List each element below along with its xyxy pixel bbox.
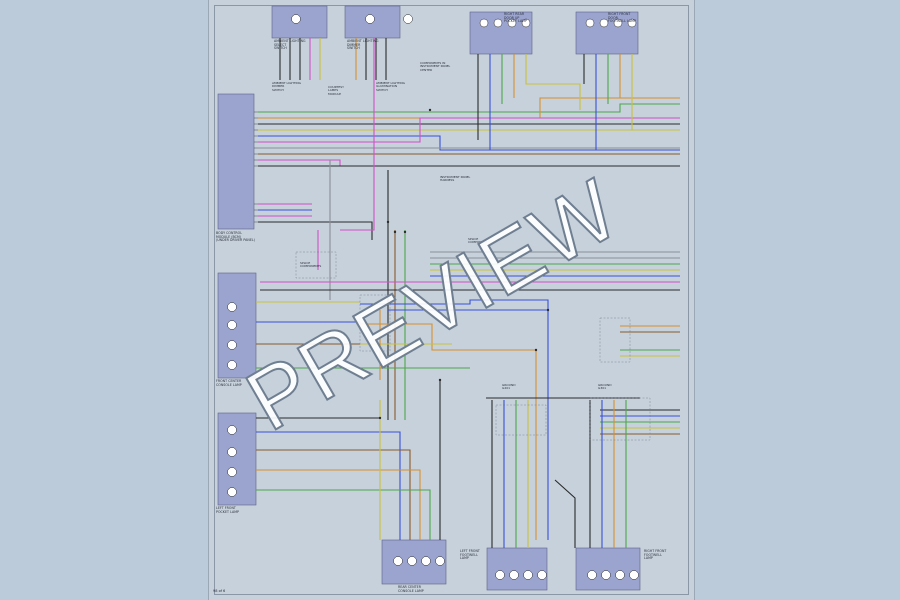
connector-2-label: Instrument panel harness [440, 175, 471, 183]
front-console-lamp-label: Front center console lamp [216, 379, 242, 387]
sheet-border [214, 5, 689, 595]
right-rear-lamp-box [469, 11, 533, 55]
top-switch-right-label: Ambient lighting dimmer switch [347, 39, 379, 51]
right-front-lamp-box [575, 11, 639, 55]
top-switch-left-label: Ambient lighting select switch [274, 39, 306, 51]
sheet-number: 98 of 6 [213, 589, 226, 593]
ground-right-label: Ground G301 [598, 383, 612, 391]
bottom-left-lamp-label: Left front footwell lamp [460, 549, 480, 561]
front-console-lamp-box [217, 272, 257, 379]
bottom-center-lamp-label: Rear center console lamp [398, 585, 424, 593]
bottom-left-lamp-box [486, 547, 548, 591]
left-front-lamp-label: Left front pocket lamp [216, 506, 239, 514]
bottom-right-lamp-label: Right front footwell lamp [644, 549, 667, 561]
ambient-dimmer-label: Ambient lighting dimmer switch [272, 81, 301, 92]
left-front-lamp-box [217, 412, 257, 506]
control-module-label: Body control module (BCM) (under driver … [216, 231, 256, 243]
splice-a-label: Splice components [300, 261, 322, 269]
right-rear-lamp-label: Right rear door up pocket lamp [504, 12, 527, 24]
connector-1-label: Components in instrument panel center [420, 61, 451, 72]
ground-left-label: Ground G201 [502, 383, 516, 391]
courtesy-note-label: Courtesy lamps module [328, 85, 344, 96]
splice-b-label: Splice component [468, 237, 488, 245]
right-front-lamp-label: Right front door footwell lamp [608, 12, 636, 24]
bottom-right-lamp-box [575, 547, 641, 591]
control-module-box [217, 93, 255, 230]
ambient-illum-label: Ambient lighting illumination switch [376, 81, 405, 92]
